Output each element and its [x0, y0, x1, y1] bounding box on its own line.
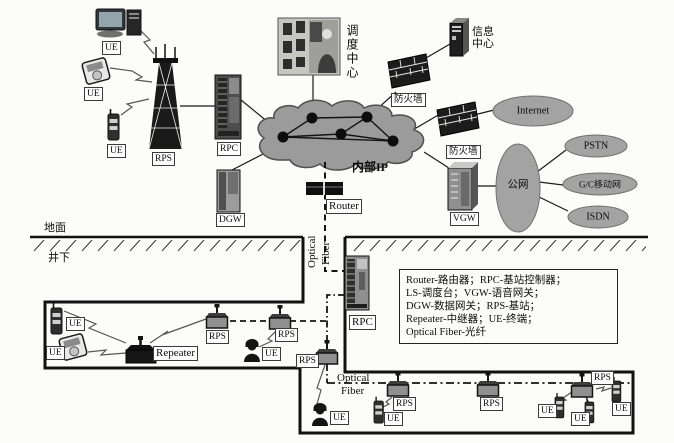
- ue-player-icon: [80, 56, 112, 86]
- rps-base-icon-left-1: [205, 303, 229, 329]
- legend-box: Router-路由器；RPC-基站控制器； LS-调度台；VGW-语音网关； D…: [399, 269, 618, 344]
- public-network-label: 公网: [507, 179, 529, 191]
- vgw-label: VGW: [450, 212, 479, 226]
- dispatch-center-building: [277, 17, 341, 76]
- internet-ellipse: [492, 95, 574, 127]
- info-center-label: 信息中心: [472, 26, 494, 50]
- ue-label-handset: UE: [107, 144, 126, 158]
- optical-fiber-label-shaft-2: Fiber: [320, 241, 332, 265]
- internal-ip-cloud: [257, 99, 425, 171]
- info-center-server-icon: [449, 18, 469, 57]
- legend-line: Repeater-中继器；UE-终端；: [406, 314, 538, 325]
- ue-label-tunnel-player: UE: [46, 346, 65, 360]
- internal-ip-label: 内部IP: [352, 160, 389, 174]
- ground-surface-line: [30, 235, 648, 252]
- legend-line: Optical Fiber-光纤: [406, 327, 486, 338]
- rps-tower-icon: [148, 44, 183, 150]
- rps-base-icon-bottom-3: [570, 372, 594, 398]
- rps-label-left-2: RPS: [275, 328, 298, 342]
- rps-label-bottom-1: RPS: [393, 397, 416, 411]
- rps-label-bottom-2: RPS: [480, 397, 503, 411]
- ue-computer-icon: [95, 8, 142, 38]
- rps-base-icon-bottom-2: [476, 371, 500, 397]
- repeater-label: Repeater: [153, 346, 199, 361]
- repeater-icon: [125, 336, 157, 364]
- rps-label-tower: RPS: [152, 152, 175, 166]
- wireless-links: [63, 27, 612, 411]
- firewall-label-right: 防火墙: [446, 145, 481, 159]
- underground-zone-label: 井下: [48, 252, 70, 264]
- legend-line: Router-路由器；RPC-基站控制器；: [406, 275, 567, 286]
- rps-base-icon-bottom-1: [386, 371, 410, 397]
- ue-label-bottom-4: UE: [612, 402, 631, 416]
- rps-label-bottom-3: RPS: [591, 371, 614, 385]
- ue-label-tunnel-miner: UE: [262, 347, 281, 361]
- optical-fiber-label-shaft-1: Optical: [306, 235, 318, 268]
- ue-label-junction-miner: UE: [330, 411, 349, 425]
- ue-handset-icon-bottom-1: [373, 396, 385, 424]
- dgw-label: DGW: [216, 213, 245, 227]
- pstn-ellipse: [564, 134, 628, 158]
- rps-base-icon-corner: [315, 339, 339, 365]
- router-label: Router: [326, 199, 362, 214]
- public-network-ellipse: [495, 143, 541, 233]
- ue-label-player: UE: [84, 87, 103, 101]
- ue-label-computer: UE: [102, 41, 121, 55]
- firewall-icon-right: [436, 101, 480, 137]
- rps-label-left-1: RPS: [206, 330, 229, 344]
- vgw-gateway-icon: [447, 162, 478, 211]
- rpc-label-underground: RPC: [349, 315, 376, 330]
- gc-mobile-ellipse: [562, 172, 638, 196]
- ue-handset-icon-tunnel-left: [50, 302, 63, 335]
- ue-miner-icon-junction: [312, 403, 328, 426]
- isdn-label: ISDN: [586, 211, 610, 223]
- rpc-label-surface: RPC: [217, 142, 241, 156]
- pstn-label: PSTN: [583, 140, 609, 152]
- rpc-rack-icon: [214, 74, 242, 140]
- router-device-icon: [306, 182, 343, 195]
- gc-mobile-label: G/C移动网: [578, 179, 622, 190]
- internet-label: Internet: [516, 105, 550, 117]
- ue-label-bottom-2: UE: [538, 404, 557, 418]
- firewall-icon-top: [387, 53, 431, 89]
- ue-label-bottom-1: UE: [384, 412, 403, 426]
- ue-handset-icon: [107, 108, 120, 141]
- dispatch-center-label: 调度中心: [345, 24, 359, 80]
- rps-label-corner: RPS: [296, 354, 319, 368]
- rps-base-icon-left-2: [268, 304, 292, 330]
- surface-zone-label: 地面: [44, 222, 66, 234]
- rpc-underground-icon: [344, 255, 370, 311]
- legend-line: DGW-数据网关；RPS-基站；: [406, 301, 541, 312]
- external-network-ellipses: [492, 95, 638, 233]
- isdn-ellipse: [567, 205, 629, 229]
- ue-miner-icon-tunnel-left: [244, 339, 260, 362]
- legend-line: LS-调度台；VGW-语音网关；: [406, 288, 545, 299]
- optical-fiber-label-tunnel-2: Fiber: [341, 385, 365, 397]
- optical-fiber-label-tunnel-1: Optical: [337, 372, 370, 384]
- ue-label-bottom-3: UE: [571, 412, 590, 426]
- ue-label-tunnel-phone: UE: [66, 317, 85, 331]
- firewall-label-top: 防火墙: [391, 93, 426, 107]
- dgw-cabinet-icon: [216, 169, 241, 213]
